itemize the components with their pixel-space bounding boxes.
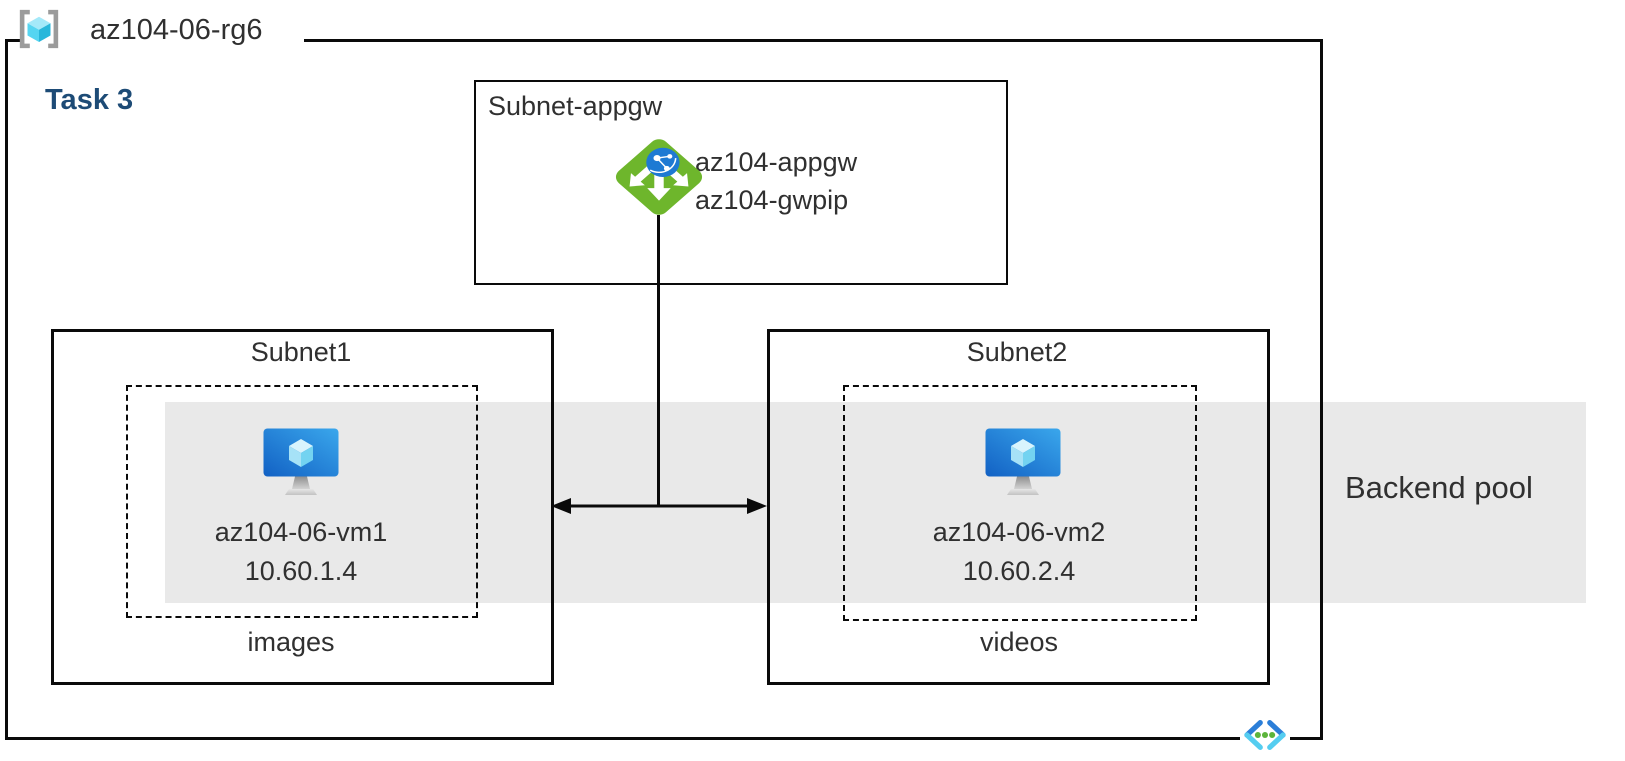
- subnet2-label: Subnet2: [966, 337, 1068, 367]
- vm1-ip-address: 10.60.1.4: [244, 556, 358, 586]
- subnet1-vm-dashed-box: [126, 385, 478, 618]
- resource-group-icon: [16, 8, 62, 50]
- subnet-double-arrow: [551, 498, 767, 514]
- vm2-ip-address: 10.60.2.4: [962, 556, 1076, 586]
- resource-group-box: [5, 39, 1323, 740]
- application-gateway-icon: [610, 134, 708, 220]
- task-label: Task 3: [45, 84, 134, 116]
- resource-group-border-gap: [24, 36, 304, 46]
- subnet-appgw-box: [474, 80, 1008, 285]
- subnet-appgw-label: Subnet-appgw: [488, 91, 663, 121]
- subnet2-vm-dashed-box: [843, 385, 1197, 621]
- gateway-public-ip-name: az104-gwpip: [695, 185, 849, 215]
- subnet1-label: Subnet1: [250, 337, 352, 367]
- backend-pool-label: Backend pool: [1345, 470, 1533, 505]
- subnet1-storage-label: images: [247, 627, 335, 657]
- vm1-name: az104-06-vm1: [214, 517, 388, 547]
- resource-group-title: az104-06-rg6: [90, 14, 263, 46]
- gateway-connector-line: [657, 215, 660, 507]
- application-gateway-name: az104-appgw: [695, 147, 858, 177]
- subnet2-box: [767, 329, 1270, 685]
- virtual-network-icon: [1240, 714, 1290, 756]
- subnet2-storage-label: videos: [979, 627, 1059, 657]
- virtual-machine-icon: [984, 427, 1062, 498]
- virtual-machine-icon: [262, 427, 340, 498]
- subnet1-box: [51, 329, 554, 685]
- vm2-name: az104-06-vm2: [932, 517, 1106, 547]
- backend-pool-band: [165, 402, 1586, 603]
